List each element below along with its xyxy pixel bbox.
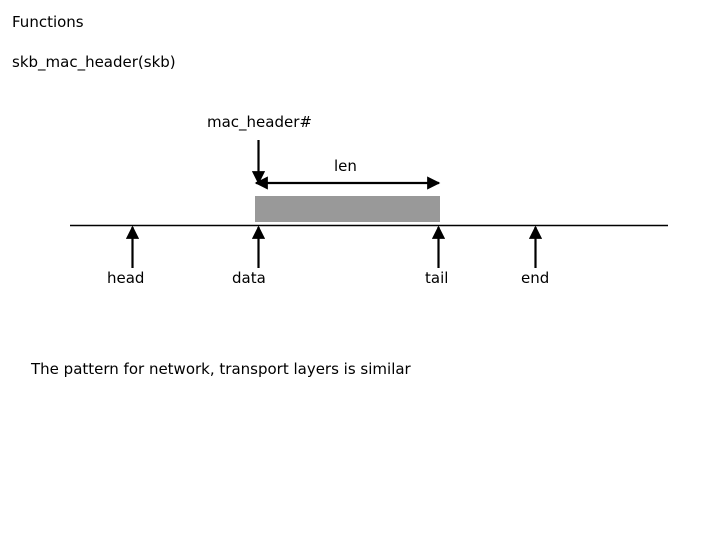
mac-header-region-block — [255, 196, 440, 222]
bottom-caption: The pattern for network, transport layer… — [31, 360, 411, 378]
marker-label-head: head — [107, 269, 145, 287]
mac-header-pointer-label: mac_header# — [207, 113, 312, 131]
len-span-label: len — [334, 157, 357, 175]
marker-label-data: data — [232, 269, 266, 287]
page-title: Functions — [12, 13, 84, 31]
function-signature-label: skb_mac_header(skb) — [12, 53, 176, 71]
marker-label-tail: tail — [425, 269, 449, 287]
marker-label-end: end — [521, 269, 550, 287]
